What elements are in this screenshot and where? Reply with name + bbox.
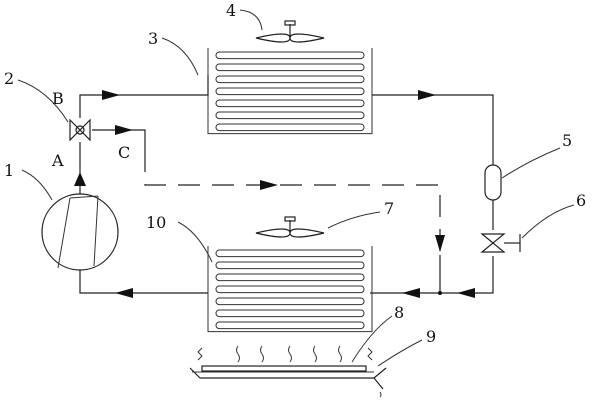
coil-tube (215, 321, 365, 330)
heat-wave (260, 345, 264, 363)
lower-coil (207, 246, 373, 333)
label-B: B (52, 89, 64, 108)
coil-frame (207, 246, 373, 333)
heat-wave (338, 345, 342, 363)
heat-wave (313, 345, 317, 363)
label-C: C (118, 143, 130, 162)
label-A: A (51, 151, 64, 170)
coil-tube (215, 309, 365, 318)
compressor (41, 193, 119, 271)
coil-tube (215, 111, 365, 120)
coil-tube (215, 75, 365, 84)
upper-fan-icon (255, 20, 325, 43)
label-1: 1 (4, 161, 14, 180)
heater-tube (197, 347, 373, 372)
coil-tube (215, 87, 365, 96)
coil-tube (215, 51, 365, 60)
liquid-receiver (484, 164, 502, 201)
coil-frame (207, 48, 373, 135)
heat-wave (288, 345, 292, 363)
coil-tube (215, 285, 365, 294)
label-7: 7 (384, 199, 394, 218)
coil-tube (215, 249, 365, 258)
label-9: 9 (426, 327, 436, 346)
coil-tube (215, 273, 365, 282)
coil-tube (215, 99, 365, 108)
label-3: 3 (148, 29, 158, 48)
expansion-valve (480, 233, 521, 253)
lower-fan-icon (255, 216, 325, 238)
coil-tube (215, 123, 365, 132)
label-10: 10 (146, 213, 166, 232)
upper-coil (207, 48, 373, 135)
label-6: 6 (576, 191, 586, 210)
heat-wave (236, 345, 240, 363)
three-way-valve (69, 118, 91, 142)
drip-tray (189, 367, 387, 398)
label-4: 4 (226, 1, 236, 20)
label-8: 8 (394, 303, 404, 322)
coil-tube (215, 261, 365, 270)
label-2: 2 (4, 69, 14, 88)
coil-tube (215, 297, 365, 306)
leader-lines (17, 9, 575, 367)
label-5: 5 (562, 131, 572, 150)
heat-waves (236, 345, 342, 363)
flow-arrows (74, 90, 475, 298)
coil-tube (215, 63, 365, 72)
